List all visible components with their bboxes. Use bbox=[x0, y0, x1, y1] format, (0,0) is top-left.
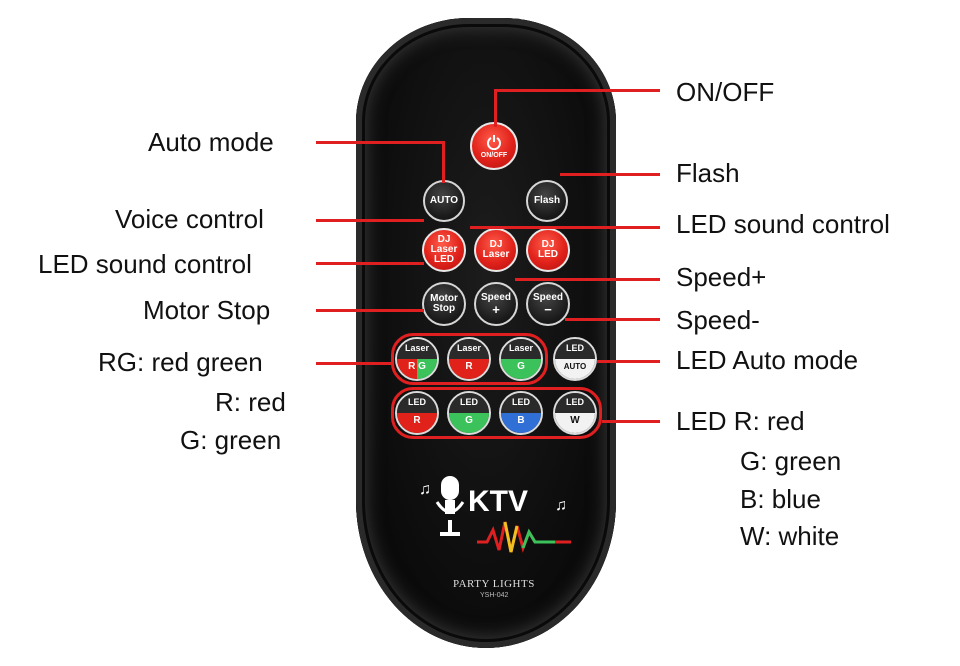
callout-line bbox=[470, 226, 660, 229]
callout-line bbox=[494, 89, 497, 127]
callout-line bbox=[560, 173, 660, 176]
laser-rg-button[interactable]: Laser R G bbox=[395, 337, 439, 381]
g-label: G bbox=[501, 359, 541, 379]
led-g-button[interactable]: LED G bbox=[447, 391, 491, 435]
callout-line bbox=[316, 309, 424, 312]
label-g: G: green bbox=[180, 425, 282, 455]
label-led-sound-control-right: LED sound control bbox=[676, 209, 890, 239]
led-r-button[interactable]: LED R bbox=[395, 391, 439, 435]
dj-label: DJ bbox=[437, 234, 451, 245]
motor-label: Motor bbox=[430, 293, 458, 304]
speed-plus-button[interactable]: Speed + bbox=[474, 282, 518, 326]
label-r: R: red bbox=[215, 387, 286, 417]
callout-line bbox=[597, 360, 660, 363]
laser-g-button[interactable]: Laser G bbox=[499, 337, 543, 381]
dj-laser-led-button[interactable]: DJ Laser LED bbox=[422, 228, 466, 272]
label-led-r: LED R: red bbox=[676, 406, 805, 436]
r-label: R bbox=[408, 361, 416, 372]
led-w-button[interactable]: LED W bbox=[553, 391, 597, 435]
label-auto-mode: Auto mode bbox=[148, 127, 274, 157]
power-icon bbox=[487, 134, 501, 150]
plus-icon: + bbox=[492, 301, 500, 317]
led-label: LED bbox=[434, 254, 454, 265]
label-led-g: G: green bbox=[740, 446, 842, 476]
dj-label: DJ bbox=[541, 239, 555, 250]
music-note-icon: ♫ bbox=[555, 497, 567, 514]
laser-label: Laser bbox=[449, 339, 489, 359]
microphone-icon bbox=[435, 476, 465, 536]
led-label: LED bbox=[538, 249, 558, 260]
brand-text: PARTY LIGHTS bbox=[453, 578, 535, 590]
laser-r-button[interactable]: Laser R bbox=[447, 337, 491, 381]
led-label: LED bbox=[397, 393, 437, 413]
r-label: R bbox=[449, 359, 489, 379]
callout-line bbox=[565, 318, 660, 321]
g-label: G bbox=[418, 361, 426, 372]
callout-line bbox=[316, 362, 393, 365]
callout-line bbox=[602, 420, 660, 423]
callout-line bbox=[316, 141, 444, 144]
r-label: R bbox=[397, 413, 437, 433]
label-rg: RG: red green bbox=[98, 347, 263, 377]
label-led-w: W: white bbox=[740, 521, 840, 551]
led-group-outline bbox=[391, 387, 602, 439]
music-note-icon: ♫ bbox=[419, 481, 431, 498]
led-label: LED bbox=[449, 393, 489, 413]
label-on-off: ON/OFF bbox=[676, 77, 775, 107]
g-label: G bbox=[449, 413, 489, 433]
power-button-label: ON/OFF bbox=[480, 151, 508, 159]
label-speed-minus: Speed- bbox=[676, 305, 760, 335]
auto-button[interactable]: AUTO bbox=[423, 180, 465, 222]
label-led-auto-mode: LED Auto mode bbox=[676, 345, 859, 375]
b-label: B bbox=[501, 413, 541, 433]
laser-label: Laser bbox=[430, 244, 458, 255]
label-led-sound-control-left: LED sound control bbox=[38, 249, 252, 279]
auto-label: AUTO bbox=[555, 359, 595, 379]
laser-label: Laser bbox=[482, 249, 510, 260]
laser-label: Laser bbox=[397, 339, 437, 359]
callout-line bbox=[515, 278, 660, 281]
dj-led-button[interactable]: DJ LED bbox=[526, 228, 570, 272]
led-label: LED bbox=[555, 339, 595, 359]
rg-indicator: R G bbox=[397, 359, 437, 379]
laser-group-outline bbox=[391, 333, 548, 385]
label-flash: Flash bbox=[676, 158, 740, 188]
dj-laser-button[interactable]: DJ Laser bbox=[474, 228, 518, 272]
ktv-logo: ♫ ♫ bbox=[419, 476, 571, 553]
callout-line bbox=[316, 219, 424, 222]
w-label: W bbox=[555, 413, 595, 433]
ktv-logo-text: KTV bbox=[468, 485, 528, 518]
callout-line bbox=[316, 262, 424, 265]
speed-label: Speed bbox=[480, 291, 511, 303]
flash-button[interactable]: Flash bbox=[526, 180, 568, 222]
laser-label: Laser bbox=[501, 339, 541, 359]
motor-stop-button[interactable]: Motor Stop bbox=[422, 282, 466, 326]
callout-line bbox=[442, 141, 445, 183]
minus-icon: − bbox=[544, 301, 552, 317]
label-motor-stop: Motor Stop bbox=[143, 295, 271, 325]
auto-button-label: AUTO bbox=[429, 195, 459, 206]
label-speed-plus: Speed+ bbox=[676, 262, 767, 292]
speed-label: Speed bbox=[532, 291, 563, 303]
power-button[interactable]: ON/OFF bbox=[470, 122, 518, 170]
label-led-b: B: blue bbox=[740, 484, 821, 514]
flash-button-label: Flash bbox=[533, 195, 561, 206]
speed-minus-button[interactable]: Speed − bbox=[526, 282, 570, 326]
label-voice-control: Voice control bbox=[115, 204, 264, 234]
callout-line bbox=[494, 89, 660, 92]
led-b-button[interactable]: LED B bbox=[499, 391, 543, 435]
led-label: LED bbox=[555, 393, 595, 413]
stop-label: Stop bbox=[432, 303, 456, 314]
led-auto-button[interactable]: LED AUTO bbox=[553, 337, 597, 381]
model-text: YSH-042 bbox=[480, 592, 509, 599]
led-label: LED bbox=[501, 393, 541, 413]
dj-label: DJ bbox=[489, 239, 503, 250]
